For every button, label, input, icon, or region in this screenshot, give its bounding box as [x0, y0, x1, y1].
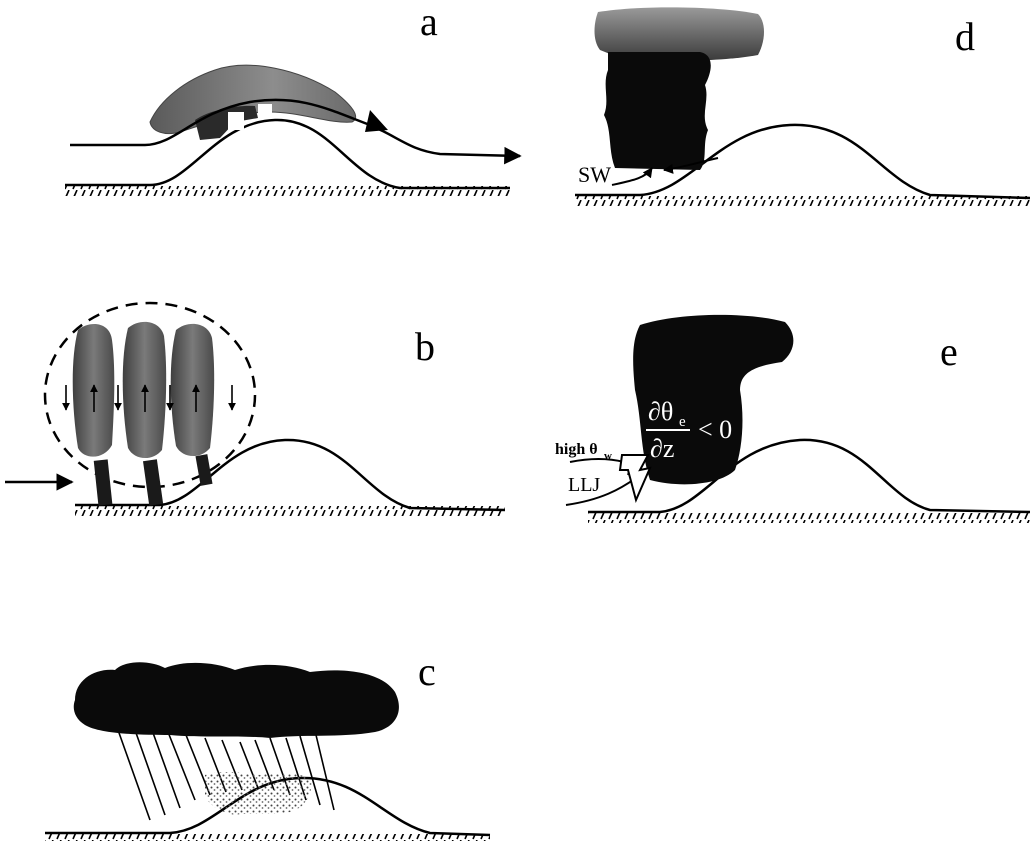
panel-b-letter: b — [415, 324, 435, 369]
panel-d-sw-inflow-arrow — [612, 168, 652, 185]
panel-a-flow-arrowhead-mid — [365, 110, 388, 132]
panel-c-stipple-region — [205, 772, 312, 815]
stability-relation: < 0 — [698, 415, 732, 444]
panel-a-cap-gap-1 — [228, 112, 244, 130]
panel-b-ground-hatch — [75, 506, 505, 516]
stability-denominator: ∂z — [650, 434, 674, 463]
panel-c-ground-hatch — [45, 834, 490, 841]
panel-d-ground-hatch — [575, 196, 1030, 206]
panel-e-ground-hatch — [588, 513, 1030, 523]
panel-e-llj-label: LLJ — [568, 474, 600, 496]
panel-a: a — [65, 0, 520, 196]
panel-a-letter: a — [420, 0, 438, 44]
panel-e: ∂θ e ∂z < 0 high θ w LLJ e — [555, 315, 1030, 523]
panel-d: SW d — [575, 7, 1030, 206]
panel-d-letter: d — [955, 14, 975, 59]
panel-b-rain-shaft-3 — [195, 454, 212, 486]
panel-b: b — [5, 303, 505, 516]
panel-c: c — [45, 649, 490, 841]
panel-d-cloud-tower — [604, 52, 711, 170]
stability-numerator-subscript: e — [679, 414, 686, 430]
panel-e-llj-open-arrow — [620, 455, 650, 500]
panel-c-cloud — [74, 662, 399, 738]
panel-e-letter: e — [940, 329, 958, 374]
panel-d-sw-label: SW — [578, 162, 611, 187]
panel-b-rain-shaft-2 — [143, 459, 163, 506]
panel-c-letter: c — [418, 649, 436, 694]
panel-e-high-theta-label: high θ — [555, 441, 598, 458]
stability-numerator: ∂θ — [648, 397, 673, 426]
panel-b-rain-shaft-1 — [94, 459, 113, 505]
panel-b-cell-3 — [171, 324, 214, 456]
panel-a-ground-hatch — [65, 186, 510, 196]
panel-a-cap-gap-2 — [258, 104, 272, 116]
panel-e-high-theta-subscript: w — [604, 450, 612, 462]
